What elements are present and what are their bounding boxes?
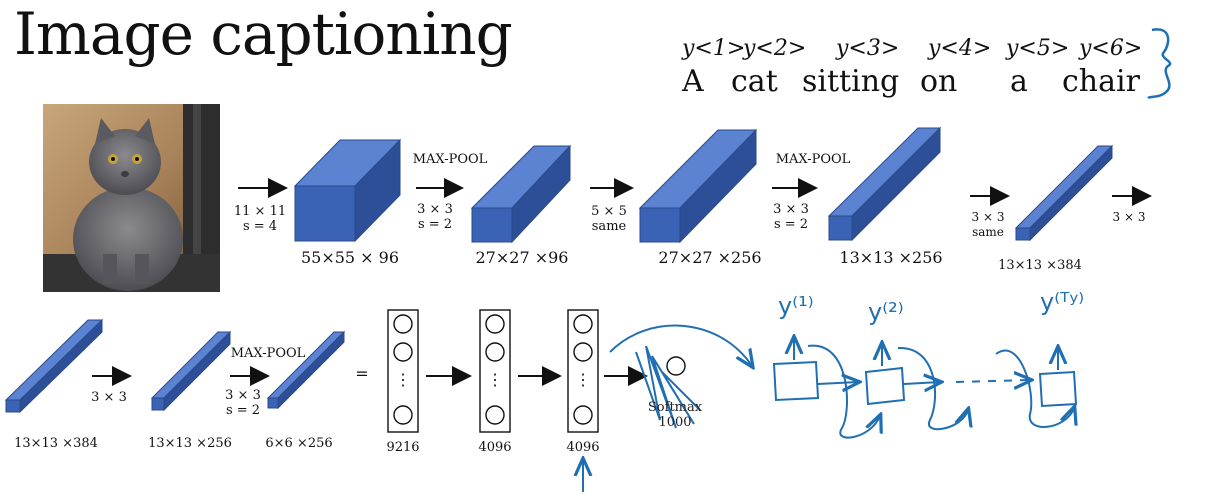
rnn-cell-2 xyxy=(864,366,906,406)
vol-label-3: 27×27 ×256 xyxy=(658,248,762,267)
op-conv2: 5 × 5 same xyxy=(584,204,634,234)
op-conv2-padding: same xyxy=(591,219,627,234)
fc-layer-4096-b xyxy=(567,309,599,433)
caption-y2: y<2> xyxy=(743,36,807,61)
volume-27x27x256 xyxy=(638,128,758,244)
op-pool1-kernel: 3 × 3 xyxy=(417,202,453,217)
caption-word-5: a xyxy=(1010,64,1028,99)
op-row2-conv5-kernel: 3 × 3 xyxy=(91,390,127,405)
op-conv1: 11 × 11 s = 4 xyxy=(232,204,288,234)
volume-55x55x96 xyxy=(293,138,402,243)
caption-word-3: sitting xyxy=(802,64,900,99)
op-pool2: 3 × 3 s = 2 xyxy=(766,202,816,232)
op-pool1-stride: s = 2 xyxy=(417,217,453,232)
rnn-dashed-link xyxy=(955,380,1030,382)
rnn-feedback-2 xyxy=(897,346,968,430)
op-pool2-kernel: 3 × 3 xyxy=(773,202,809,217)
op-pool1-title: MAX-POOL xyxy=(412,152,488,167)
rnn-cell-1 xyxy=(772,360,820,402)
rnn-output-1: y⁽¹⁾ xyxy=(778,292,814,320)
caption-word-4: on xyxy=(920,64,958,99)
rnn-output-2: y⁽²⁾ xyxy=(868,298,904,326)
hand-arrow-to-rnn xyxy=(609,324,752,366)
op-pool2-title: MAX-POOL xyxy=(775,152,851,167)
vol-label-5: 13×13 ×384 xyxy=(998,258,1082,273)
vol-row2-label-1: 13×13 ×384 xyxy=(14,436,98,451)
op-conv3: 3 × 3 same xyxy=(963,210,1013,240)
op-pool2-stride: s = 2 xyxy=(773,217,809,232)
vol-label-2: 27×27 ×96 xyxy=(475,248,569,267)
fc-size-4096-b: 4096 xyxy=(566,440,600,455)
caption-word-2: cat xyxy=(731,64,778,99)
vol-row2-label-3: 6×6 ×256 xyxy=(265,436,333,451)
volume-13x13x256 xyxy=(827,126,942,242)
slide-title: Image captioning xyxy=(14,0,513,68)
op-conv1-kernel: 11 × 11 xyxy=(233,204,287,219)
op-conv3-kernel: 3 × 3 xyxy=(971,210,1005,224)
rnn-feedback-1 xyxy=(807,344,880,439)
rnn-output-3: y⁽ᵀʸ⁾ xyxy=(1040,288,1085,316)
fc-dots-3: ⋮ xyxy=(575,370,591,389)
vol-row2-label-2: 13×13 ×256 xyxy=(148,436,232,451)
rnn-arrow-1-2 xyxy=(817,382,858,384)
fc-layer-9216 xyxy=(387,309,419,433)
fc-dots-1: ⋮ xyxy=(395,370,411,389)
volume-13x13x384 xyxy=(1014,144,1114,242)
volume-row2-13x13x256 xyxy=(150,330,232,412)
cat-photo xyxy=(43,104,220,292)
op-row2-pool-kernel: 3 × 3 xyxy=(225,388,261,403)
op-conv1-stride: s = 4 xyxy=(242,219,278,234)
op-conv4: 3 × 3 xyxy=(1104,210,1154,225)
volume-27x27x96 xyxy=(470,144,572,244)
softmax-label: Softmax 1000 xyxy=(640,400,710,430)
caption-y3: y<3> xyxy=(836,36,900,61)
fc-size-4096-a: 4096 xyxy=(478,440,512,455)
vol-label-1: 55×55 × 96 xyxy=(300,248,400,267)
fc-dots-2: ⋮ xyxy=(487,370,503,389)
vol-label-4: 13×13 ×256 xyxy=(839,248,943,267)
rnn-feedback-3 xyxy=(995,349,1074,428)
caption-y4: y<4> xyxy=(928,36,992,61)
caption-y5: y<5> xyxy=(1006,36,1070,61)
rnn-cell-3 xyxy=(1038,370,1078,408)
op-pool1: 3 × 3 s = 2 xyxy=(410,202,460,232)
softmax-classes: 1000 xyxy=(658,415,692,430)
op-row2-pool-stride: s = 2 xyxy=(225,403,261,418)
caption-word-6: chair xyxy=(1062,64,1140,99)
caption-y1: y<1> xyxy=(682,36,746,61)
op-conv2-kernel: 5 × 5 xyxy=(591,204,627,219)
volume-row2-13x13x384 xyxy=(4,318,104,414)
fc-size-9216: 9216 xyxy=(386,440,420,455)
op-row2-pool-title: MAX-POOL xyxy=(230,346,306,361)
op-conv4-kernel: 3 × 3 xyxy=(1112,210,1146,224)
op-conv3-padding: same xyxy=(972,225,1004,239)
caption-y6: y<6> xyxy=(1079,36,1143,61)
softmax-node xyxy=(666,356,686,376)
volume-row2-6x6x256 xyxy=(266,330,346,410)
equals-sign: = xyxy=(355,364,369,383)
fc-layer-4096-a xyxy=(479,309,511,433)
softmax-title: Softmax xyxy=(647,400,703,415)
caption-brace xyxy=(1147,28,1172,100)
op-row2-pool: 3 × 3 s = 2 xyxy=(218,388,268,418)
caption-word-1: A xyxy=(682,64,704,99)
op-row2-conv5: 3 × 3 xyxy=(84,390,134,405)
crossed-out-scribble xyxy=(635,345,701,429)
